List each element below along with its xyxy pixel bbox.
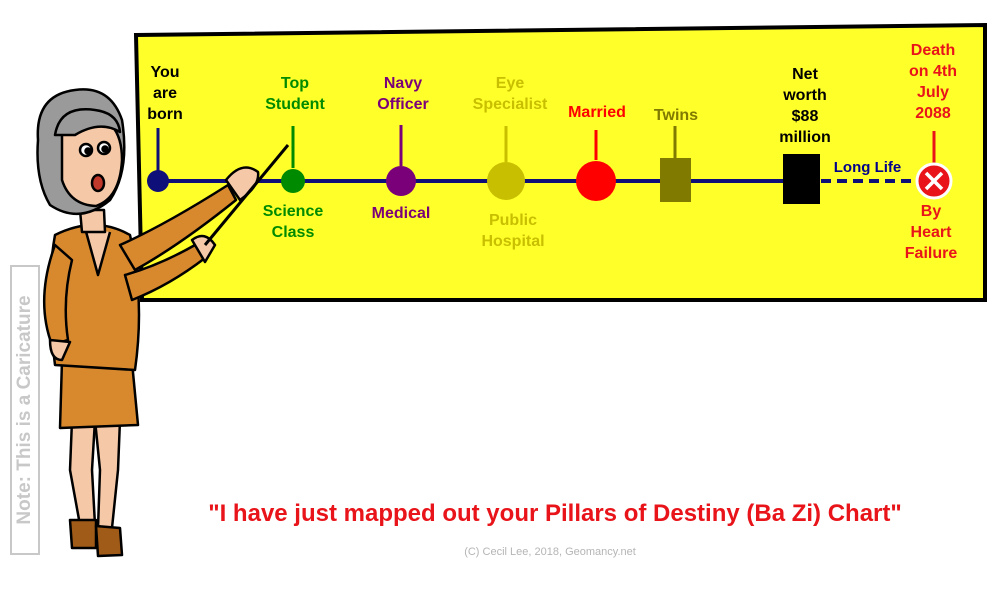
caricature-note-text: Note: This is a Caricature xyxy=(14,295,35,525)
label-student-above: Top Student xyxy=(265,75,325,113)
label-born-above: You are born xyxy=(147,64,183,123)
label-navy-below: Medical xyxy=(371,205,431,222)
marker-top-student xyxy=(281,126,305,193)
marker-navy-officer xyxy=(386,125,416,196)
copyright-credit: (C) Cecil Lee, 2018, Geomancy.net xyxy=(464,546,636,558)
marker-eye-specialist xyxy=(487,126,525,200)
marker-twins xyxy=(660,126,691,202)
label-long-life: Long Life xyxy=(833,159,902,176)
label-eye-above: Eye Specialist xyxy=(472,75,548,113)
timeline-board xyxy=(133,22,987,302)
label-married: Married xyxy=(568,104,626,121)
marker-net-worth xyxy=(783,154,820,204)
label-death-above: Death on 4th July 2088 xyxy=(909,42,957,122)
marker-born xyxy=(147,128,169,192)
label-eye-below: Public Hospital xyxy=(481,212,545,250)
label-death-below: By Heart Failure xyxy=(904,203,958,262)
speech-caption: "I have just mapped out your Pillars of … xyxy=(208,500,902,527)
marker-death-x-icon xyxy=(915,131,953,200)
teacher-figure xyxy=(36,88,290,558)
label-twins: Twins xyxy=(653,107,699,124)
label-student-below: Science Class xyxy=(262,203,324,241)
label-networth: Net worth $88 million xyxy=(779,66,831,146)
marker-married xyxy=(576,130,616,201)
label-navy-above: Navy Officer xyxy=(377,75,429,113)
caricature-note-box: Note: This is a Caricature xyxy=(10,265,40,555)
